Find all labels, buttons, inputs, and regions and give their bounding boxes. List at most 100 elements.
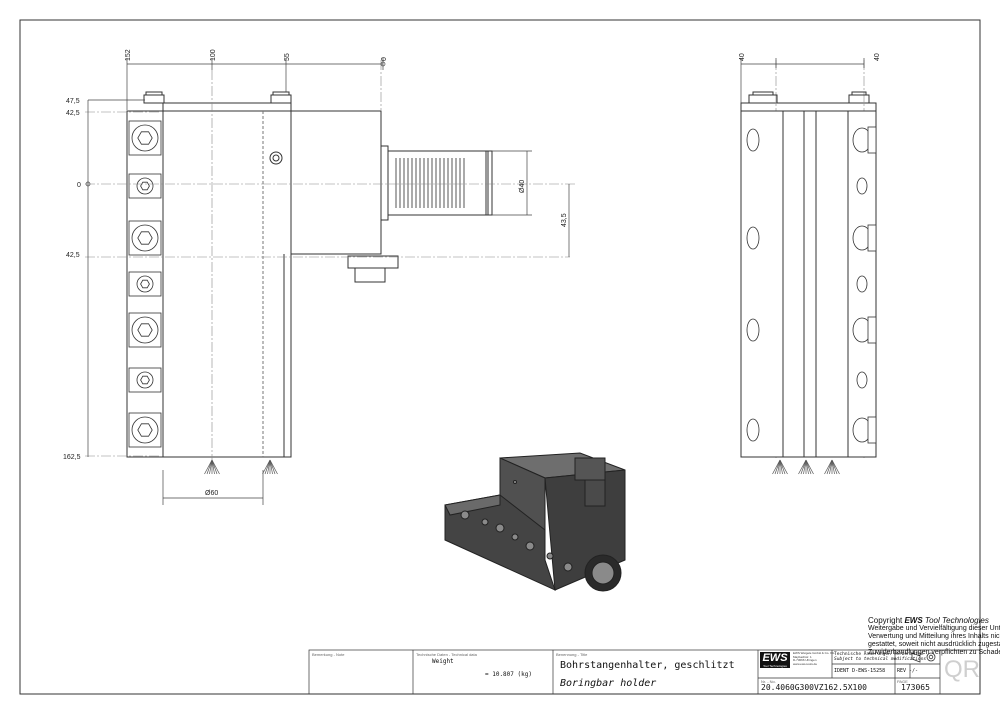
- copyright-line: Zuwiderhandlungen verpflichten zu Schade…: [868, 649, 1000, 656]
- coolant-spray-line: [211, 459, 218, 475]
- coolant-spray-line: [269, 459, 273, 475]
- copyright-brand: EWS: [904, 616, 923, 625]
- title-english: Boringbar holder: [560, 678, 657, 689]
- origin-marker: [85, 181, 91, 187]
- dim-left-162-5: 162,5: [63, 454, 81, 461]
- coolant-spray-line: [269, 459, 278, 475]
- ident-number: IDENT D-EWS-15258: [834, 668, 886, 674]
- copyright-line: gestattet, soweit nicht ausdrücklich zug…: [868, 641, 1000, 648]
- company-address-line: Maybachstr. 1: [793, 654, 812, 659]
- front-view: [126, 91, 493, 458]
- coolant-spray-line: [800, 459, 807, 475]
- projection-symbol: [911, 652, 936, 663]
- coolant-spray-line: [805, 459, 809, 475]
- dim-dia-40: Ø40: [519, 180, 526, 193]
- coolant-spray-line: [779, 459, 786, 475]
- weight-value: = 10.807 (kg): [485, 671, 532, 678]
- screw-head: [136, 177, 154, 195]
- techdata-label: Technische Daten - Technical data: [416, 652, 477, 657]
- side-screw-cap: [867, 416, 877, 444]
- coolant-spray-line: [824, 459, 833, 475]
- dim-left-42-5-bottom: 42,5: [66, 252, 80, 259]
- dim-left-42-5-top: 42,5: [66, 110, 80, 117]
- screw-head: [136, 371, 154, 389]
- company-address-line: D-73066 Uhingen: [793, 658, 817, 663]
- side-hole-left: [746, 418, 760, 442]
- coolant-spray-line: [209, 459, 213, 475]
- dim-top-55: 55: [284, 53, 291, 61]
- coolant-spray-line: [262, 459, 271, 475]
- hex-socket: [140, 375, 150, 385]
- page-label: PAGE: [897, 679, 908, 684]
- coolant-spray-line: [831, 459, 840, 475]
- coolant-spray-line: [803, 459, 807, 475]
- coolant-spray-line: [264, 459, 271, 475]
- dim-top-0: 0: [381, 57, 388, 61]
- coolant-spray-line: [772, 459, 781, 475]
- number-label: Nr. - No.: [761, 679, 776, 684]
- coolant-spray-line: [779, 459, 788, 475]
- side-screw-cap: [867, 224, 877, 252]
- company-logo-text: EWS: [762, 652, 788, 664]
- company-address-line: www.ews-tools.de: [793, 662, 818, 667]
- hex-socket: [140, 279, 150, 289]
- coolant-spray-line: [204, 459, 213, 475]
- title-german: Bohrstangenhalter, geschlitzt: [560, 660, 735, 671]
- spindle-ribs: [395, 158, 465, 208]
- weight-label: Weight: [432, 658, 454, 665]
- tech-change-de: Technische Änderungen vorbehalten: [834, 652, 924, 657]
- side-hole-left: [746, 318, 760, 342]
- screw-pocket: [128, 412, 162, 448]
- coolant-marks: [204, 459, 840, 475]
- copyright-notice: Copyright EWS Tool Technologies Weiterga…: [868, 617, 1000, 657]
- part-number: 20.4060G300VZ162.5X100: [761, 683, 867, 692]
- side-hole-right: [856, 177, 868, 195]
- screw-head: [136, 275, 154, 293]
- company-logo: EWS Tool Technologies: [760, 652, 790, 668]
- coolant-spray-line: [826, 459, 833, 475]
- dim-side-40-right: 40: [874, 53, 881, 61]
- copyright-prefix: Copyright: [868, 616, 905, 625]
- coolant-spray-line: [805, 459, 812, 475]
- copyright-suffix: Tool Technologies: [922, 616, 989, 625]
- screw-pocket: [128, 120, 162, 156]
- dim-top-100: 100: [210, 49, 217, 61]
- coolant-spray-line: [777, 459, 781, 475]
- coolant-spray-line: [267, 459, 271, 475]
- drawing-number: 173065: [901, 683, 930, 692]
- coolant-spray-line: [829, 459, 833, 475]
- remark-label: Bemerkung - Note: [312, 652, 345, 657]
- dim-dia-60: Ø60: [205, 490, 218, 497]
- tech-change-en: Subject to technical modifications: [834, 657, 927, 662]
- hex-socket: [140, 181, 150, 191]
- origin-marker-top: [380, 61, 386, 67]
- side-hole-right: [856, 275, 868, 293]
- revision: REV -/-: [897, 668, 919, 674]
- hex-socket: [137, 131, 153, 145]
- hex-socket: [137, 423, 153, 437]
- coolant-spray-line: [211, 459, 215, 475]
- coolant-spray-line: [211, 459, 220, 475]
- title-label: Benennung - Title: [556, 652, 588, 657]
- dim-top-152: 152: [125, 49, 132, 61]
- isometric-view: [444, 452, 626, 592]
- side-hole-left: [746, 226, 760, 250]
- dimension-labels: 152 100 55 0 47,5 42,5 0 42,5 162,5 Ø40 …: [63, 49, 881, 497]
- side-view: [740, 91, 877, 458]
- coolant-spray-line: [831, 459, 838, 475]
- hex-socket: [137, 231, 153, 245]
- dim-left-0: 0: [77, 182, 81, 189]
- screw-head: [131, 124, 159, 152]
- screw-pocket: [128, 312, 162, 348]
- dim-43-5: 43,5: [561, 213, 568, 227]
- coolant-spray-line: [206, 459, 213, 475]
- screw-head: [131, 316, 159, 344]
- company-address-line: EWS Weigele GmbH & Co. KG: [793, 651, 835, 655]
- coolant-spray-line: [779, 459, 783, 475]
- side-view-holes: [746, 126, 877, 444]
- front-view-screws: [128, 120, 162, 448]
- coolant-spray-line: [831, 459, 835, 475]
- side-screw-cap: [867, 126, 877, 154]
- company-logo-sub: Tool Technologies: [763, 664, 787, 668]
